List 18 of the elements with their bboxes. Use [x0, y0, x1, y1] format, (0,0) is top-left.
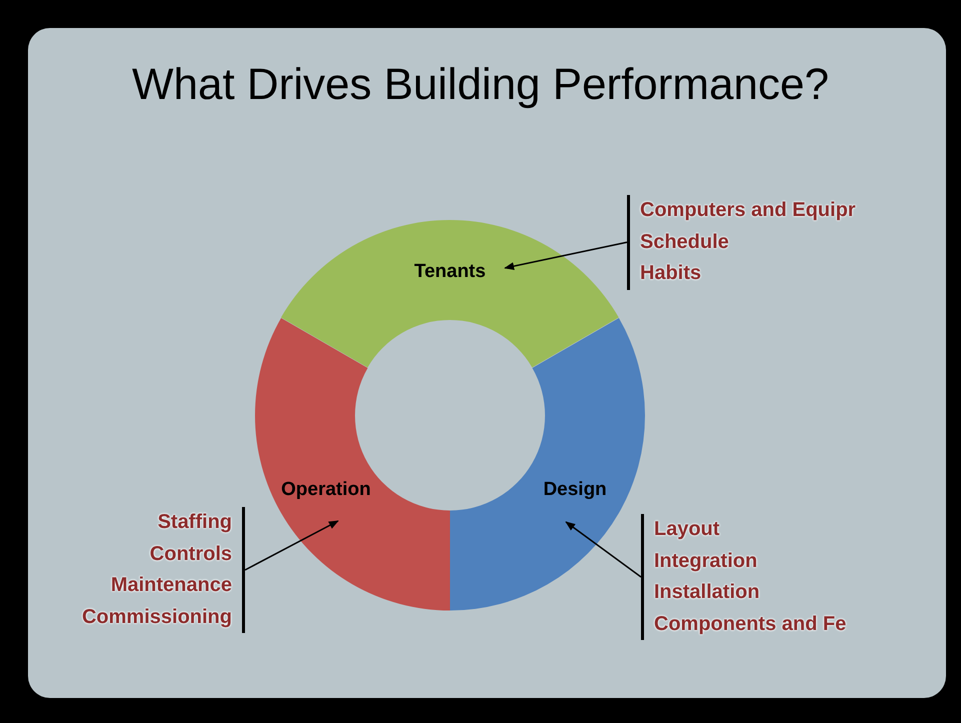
list-item: Computers and Equipr	[640, 198, 856, 223]
list-item: Layout	[654, 517, 721, 542]
arrow	[244, 520, 339, 571]
list-item: Controls	[148, 542, 232, 566]
segment-label: Tenants	[414, 261, 486, 283]
list-item: Maintenance	[110, 573, 232, 598]
list-item: Habits	[640, 261, 702, 286]
list-item: Installation	[654, 580, 761, 605]
arrow	[504, 242, 628, 270]
list-item: Integration	[654, 548, 758, 574]
segment-label: Operation	[281, 479, 371, 501]
arrow	[565, 521, 642, 578]
segment-label: Design	[543, 479, 607, 501]
list-item: Components and Fe	[654, 612, 846, 636]
list-item: Commissioning	[82, 604, 232, 630]
list-item: Staffing	[156, 510, 232, 535]
list-item: Schedule	[640, 230, 730, 254]
title: What Drives Building Performance?	[131, 60, 830, 110]
